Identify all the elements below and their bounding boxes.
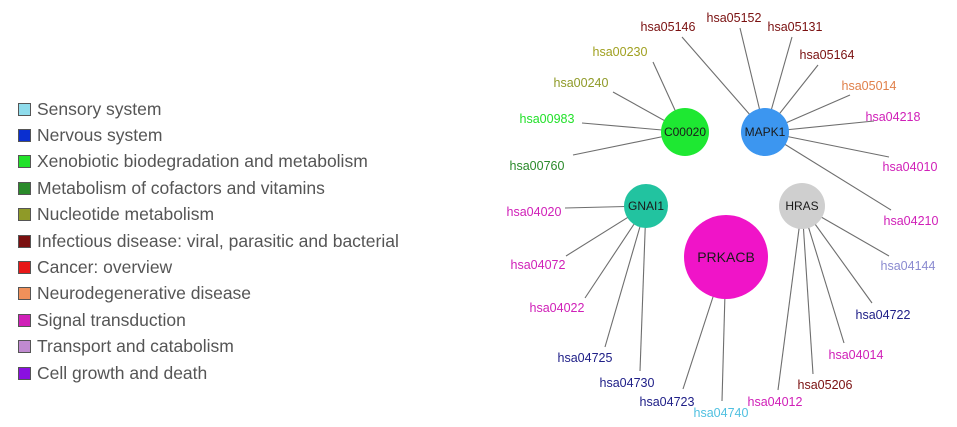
hub-node-prkacb bbox=[684, 215, 768, 299]
pathway-node-hsa05206: hsa05206 bbox=[798, 378, 853, 392]
pathway-node-hsa04723: hsa04723 bbox=[640, 395, 695, 409]
pathway-node-hsa05131: hsa05131 bbox=[768, 20, 823, 34]
legend-label: Xenobiotic biodegradation and metabolism bbox=[37, 151, 368, 172]
pathway-node-hsa04022: hsa04022 bbox=[530, 301, 585, 315]
pathway-node-hsa00983: hsa00983 bbox=[520, 112, 575, 126]
legend-item-cancer: Cancer: overview bbox=[18, 254, 399, 280]
pathway-node-hsa05146: hsa05146 bbox=[641, 20, 696, 34]
legend-swatch bbox=[18, 261, 31, 275]
legend-swatch bbox=[18, 129, 31, 143]
pathway-node-hsa04725: hsa04725 bbox=[558, 351, 613, 365]
legend-label: Metabolism of cofactors and vitamins bbox=[37, 177, 325, 198]
pathway-node-hsa04014: hsa04014 bbox=[829, 348, 884, 362]
pathway-node-hsa04010: hsa04010 bbox=[883, 160, 938, 174]
legend-item-infectious: Infectious disease: viral, parasitic and… bbox=[18, 228, 399, 254]
legend-item-cell-growth: Cell growth and death bbox=[18, 360, 399, 386]
legend-label: Nervous system bbox=[37, 125, 163, 146]
legend-item-neurodegenerative: Neurodegenerative disease bbox=[18, 281, 399, 307]
legend-swatch bbox=[18, 234, 31, 248]
hub-node-c00020 bbox=[661, 108, 709, 156]
legend-label: Infectious disease: viral, parasitic and… bbox=[37, 230, 399, 251]
hub-node-hras bbox=[779, 183, 825, 229]
pathway-node-hsa04740: hsa04740 bbox=[694, 406, 749, 420]
legend-swatch bbox=[18, 155, 31, 169]
pathway-node-hsa04020: hsa04020 bbox=[507, 205, 562, 219]
legend-swatch bbox=[18, 208, 31, 222]
legend-label: Signal transduction bbox=[37, 309, 186, 330]
edge-hsa04730-gnai1 bbox=[639, 205, 647, 372]
legend-swatch bbox=[18, 366, 31, 380]
hub-label-prkacb: PRKACB bbox=[697, 249, 755, 265]
pathway-node-hsa05152: hsa05152 bbox=[707, 11, 762, 25]
legend-item-sensory-system: Sensory system bbox=[18, 96, 399, 122]
legend-label: Transport and catabolism bbox=[37, 336, 234, 357]
edge-hsa04012-hras bbox=[777, 205, 803, 391]
pathway-node-hsa04144: hsa04144 bbox=[881, 259, 936, 273]
hub-node-gnai1 bbox=[624, 184, 668, 228]
pathway-node-hsa05014: hsa05014 bbox=[842, 79, 897, 93]
legend: Sensory system Nervous system Xenobiotic… bbox=[18, 96, 399, 386]
legend-swatch bbox=[18, 102, 31, 116]
pathway-node-hsa00760: hsa00760 bbox=[510, 159, 565, 173]
leaf-layer: hsa00230 hsa00240 hsa00983 hsa00760 hsa05146… bbox=[507, 11, 939, 420]
hub-node-mapk1 bbox=[741, 108, 789, 156]
legend-swatch bbox=[18, 287, 31, 301]
legend-label: Nucleotide metabolism bbox=[37, 204, 215, 225]
pathway-node-hsa04218: hsa04218 bbox=[866, 110, 921, 124]
hub-label-mapk1: MAPK1 bbox=[745, 125, 786, 139]
legend-item-signal-transduction: Signal transduction bbox=[18, 307, 399, 333]
pathway-node-hsa04730: hsa04730 bbox=[600, 376, 655, 390]
pathway-node-hsa00230: hsa00230 bbox=[593, 45, 648, 59]
hub-label-c00020: C00020 bbox=[664, 125, 706, 139]
hub-label-gnai1: GNAI1 bbox=[628, 199, 664, 213]
pathway-node-hsa04012: hsa04012 bbox=[748, 395, 803, 409]
legend-swatch bbox=[18, 340, 31, 354]
legend-swatch bbox=[18, 181, 31, 195]
pathway-node-hsa04072: hsa04072 bbox=[511, 258, 566, 272]
legend-label: Sensory system bbox=[37, 98, 162, 119]
legend-swatch bbox=[18, 313, 31, 327]
legend-item-cofactors: Metabolism of cofactors and vitamins bbox=[18, 175, 399, 201]
legend-label: Neurodegenerative disease bbox=[37, 283, 252, 304]
edge-hsa04210-mapk1 bbox=[764, 131, 892, 211]
legend-label: Cell growth and death bbox=[37, 362, 208, 383]
pathway-node-hsa00240: hsa00240 bbox=[554, 76, 609, 90]
legend-item-nervous-system: Nervous system bbox=[18, 122, 399, 148]
edge-hsa05206-hras bbox=[801, 205, 814, 375]
edge-hsa04014-hras bbox=[801, 205, 845, 344]
legend-item-xenobiotic: Xenobiotic biodegradation and metabolism bbox=[18, 149, 399, 175]
hub-label-hras: HRAS bbox=[785, 199, 818, 213]
pathway-node-hsa04210: hsa04210 bbox=[884, 214, 939, 228]
legend-item-transport: Transport and catabolism bbox=[18, 334, 399, 360]
pathway-node-hsa04722: hsa04722 bbox=[856, 308, 911, 322]
legend-item-nucleotide: Nucleotide metabolism bbox=[18, 202, 399, 228]
legend-label: Cancer: overview bbox=[37, 257, 173, 278]
pathway-node-hsa05164: hsa05164 bbox=[800, 48, 855, 62]
edge-hsa04725-gnai1 bbox=[604, 205, 647, 348]
